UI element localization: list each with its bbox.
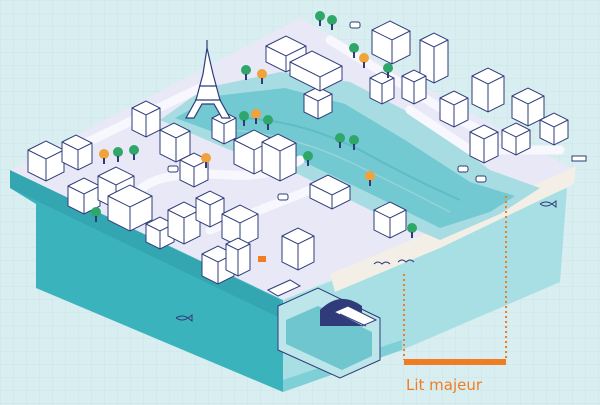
cars: [167, 21, 487, 201]
car-icon: [475, 175, 487, 183]
building: [221, 204, 259, 248]
building: [67, 177, 101, 215]
fish-icon: [539, 200, 557, 208]
lit-majeur-label: Lit majeur: [406, 376, 483, 394]
building: [469, 124, 499, 164]
tree-icon: [239, 111, 249, 126]
ground-left-side: [10, 170, 283, 392]
building: [303, 86, 333, 120]
building: [167, 201, 201, 245]
building: [501, 122, 531, 156]
building: [289, 50, 343, 92]
flood-bed-annotation: Lit majeur: [403, 196, 507, 394]
stairs: [266, 279, 302, 297]
tree-icon: [91, 207, 101, 222]
building: [225, 237, 251, 277]
metro-station: [266, 279, 381, 379]
tree-icon: [99, 149, 109, 164]
tree-icon: [383, 63, 393, 78]
tree-icon: [303, 151, 313, 166]
car-icon: [457, 165, 469, 173]
building: [61, 134, 93, 171]
building: [309, 174, 351, 210]
building: [373, 201, 407, 239]
building: [281, 227, 315, 271]
trees: [91, 11, 417, 238]
tree-icon: [327, 15, 337, 30]
building: [371, 20, 411, 65]
sign-post: [258, 256, 266, 262]
tree-icon: [349, 43, 359, 58]
eiffel-tower-icon: [184, 40, 232, 119]
tree-icon: [365, 171, 375, 186]
tree-icon: [251, 109, 261, 124]
car-icon: [349, 21, 361, 29]
building: [369, 71, 395, 105]
building: [107, 184, 153, 232]
building: [179, 152, 209, 188]
fish-icon: [175, 314, 193, 322]
tree-icon: [113, 147, 123, 162]
building: [145, 216, 175, 250]
tree-icon: [359, 53, 369, 68]
building: [27, 140, 65, 182]
metro-train-icon: [332, 305, 378, 327]
tree-icon: [315, 11, 325, 26]
building: [539, 112, 569, 146]
bird-icon: [397, 259, 415, 263]
river-channel: [175, 88, 515, 228]
building: [511, 87, 545, 127]
tree-icon: [349, 135, 359, 150]
building: [471, 67, 505, 113]
river-creatures: [175, 200, 557, 322]
tree-icon: [407, 223, 417, 238]
lit-majeur-bar: [404, 359, 506, 365]
tree-icon: [335, 133, 345, 148]
building: [401, 69, 427, 105]
building: [195, 190, 225, 228]
tree-icon: [129, 145, 139, 160]
boat: [571, 155, 587, 162]
tree-icon: [201, 153, 211, 168]
buildings: [27, 20, 569, 285]
building: [159, 122, 191, 163]
tree-icon: [263, 115, 273, 130]
tree-icon: [257, 69, 267, 84]
car-icon: [167, 165, 179, 173]
tree-icon: [241, 65, 251, 80]
building: [439, 90, 469, 128]
car-icon: [277, 193, 289, 201]
bird-icon: [373, 261, 391, 265]
building: [131, 100, 161, 138]
building: [261, 133, 297, 182]
